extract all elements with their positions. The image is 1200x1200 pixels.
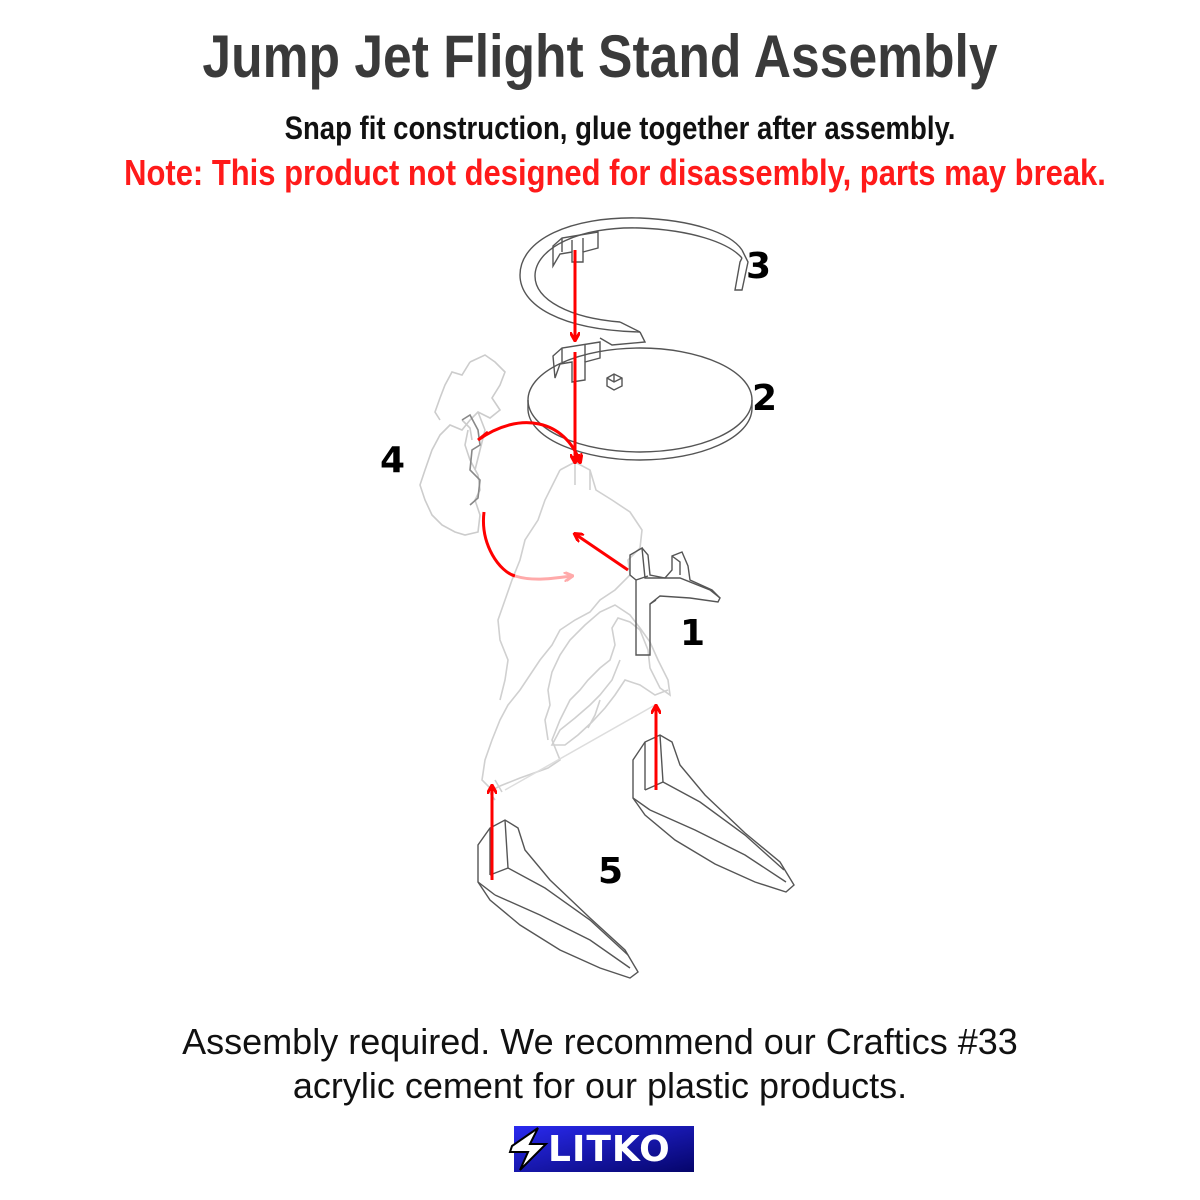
brand-name: LITKO [548,1129,671,1170]
footer-line-1: Assembly required. We recommend our Craf… [182,1021,1018,1062]
bolt-icon [508,1127,549,1171]
arrow-4-faded-tail [514,576,572,579]
guide-line [504,704,656,791]
part-4-silhouette [481,461,672,801]
arrow-4-to-body-top [477,421,580,462]
footer-line-2: acrylic cement for our plastic products. [292,1065,908,1106]
part-2-disk [527,341,753,461]
part-label-2: 2 [752,378,777,419]
page-title: Jump Jet Flight Stand Assembly [202,23,998,90]
subtitle: Snap fit construction, glue together aft… [284,110,956,146]
arrow-1-to-body [575,534,629,572]
part-label-4: 4 [380,440,405,481]
part-label-3: 3 [746,246,771,287]
assembly-arrows [477,250,656,880]
part-label-1: 1 [680,613,705,654]
part-5-foot-right [632,734,795,893]
arrow-4-to-body-side [481,511,516,578]
part-label-5: 5 [598,851,623,892]
part-4-tab [461,413,481,506]
footer-text: Assembly required. We recommend our Craf… [0,1020,1200,1108]
warning-note: Note: This product not designed for disa… [124,152,1106,193]
part-3-crescent-ring [519,217,749,346]
part-1-bracket [629,546,721,656]
litko-logo [508,1126,694,1172]
part-4-wing [419,354,506,536]
part-5-foot-left [477,819,639,979]
